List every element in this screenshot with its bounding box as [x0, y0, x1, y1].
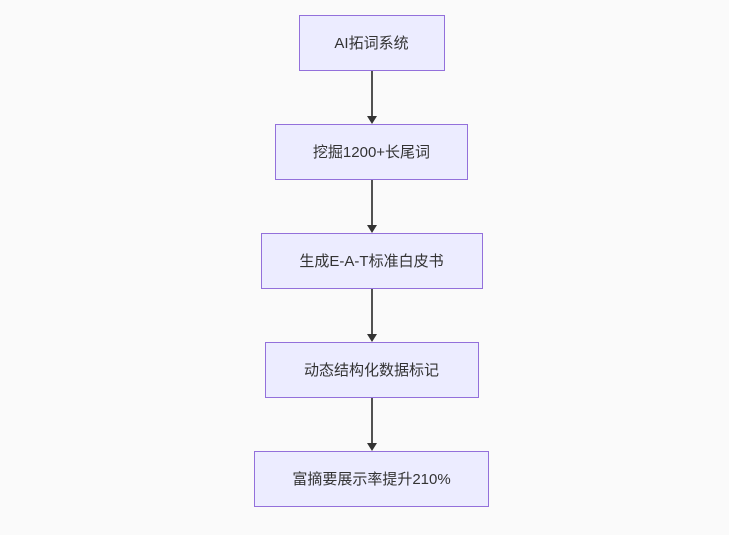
flowchart-diagram: AI拓词系统 挖掘1200+长尾词 生成E-A-T标准白皮书 动态结构化数据标记… — [7, 0, 729, 507]
flow-node-longtail-keywords: 挖掘1200+长尾词 — [275, 124, 468, 180]
flow-edge-4 — [366, 398, 377, 451]
flow-node-label: 生成E-A-T标准白皮书 — [299, 252, 444, 270]
flow-node-label: 动态结构化数据标记 — [303, 361, 439, 379]
flow-node-structured-data-markup: 动态结构化数据标记 — [264, 342, 479, 398]
flow-node-label: 富摘要展示率提升210% — [292, 470, 451, 488]
flow-edge-3 — [366, 289, 377, 342]
flow-edge-1 — [366, 71, 377, 124]
flow-node-label: AI拓词系统 — [334, 34, 409, 52]
arrowhead-down-icon — [366, 443, 377, 451]
arrowhead-down-icon — [366, 116, 377, 124]
edge-line — [370, 71, 373, 116]
edge-line — [370, 180, 373, 225]
flow-node-label: 挖掘1200+长尾词 — [312, 143, 431, 161]
edge-line — [370, 398, 373, 443]
flow-node-rich-snippet-rate: 富摘要展示率提升210% — [254, 451, 489, 507]
flow-node-ai-keyword-system: AI拓词系统 — [298, 15, 445, 71]
flow-edge-2 — [366, 180, 377, 233]
flow-node-eat-whitepaper: 生成E-A-T标准白皮书 — [260, 233, 483, 289]
arrowhead-down-icon — [366, 225, 377, 233]
edge-line — [370, 289, 373, 334]
arrowhead-down-icon — [366, 334, 377, 342]
